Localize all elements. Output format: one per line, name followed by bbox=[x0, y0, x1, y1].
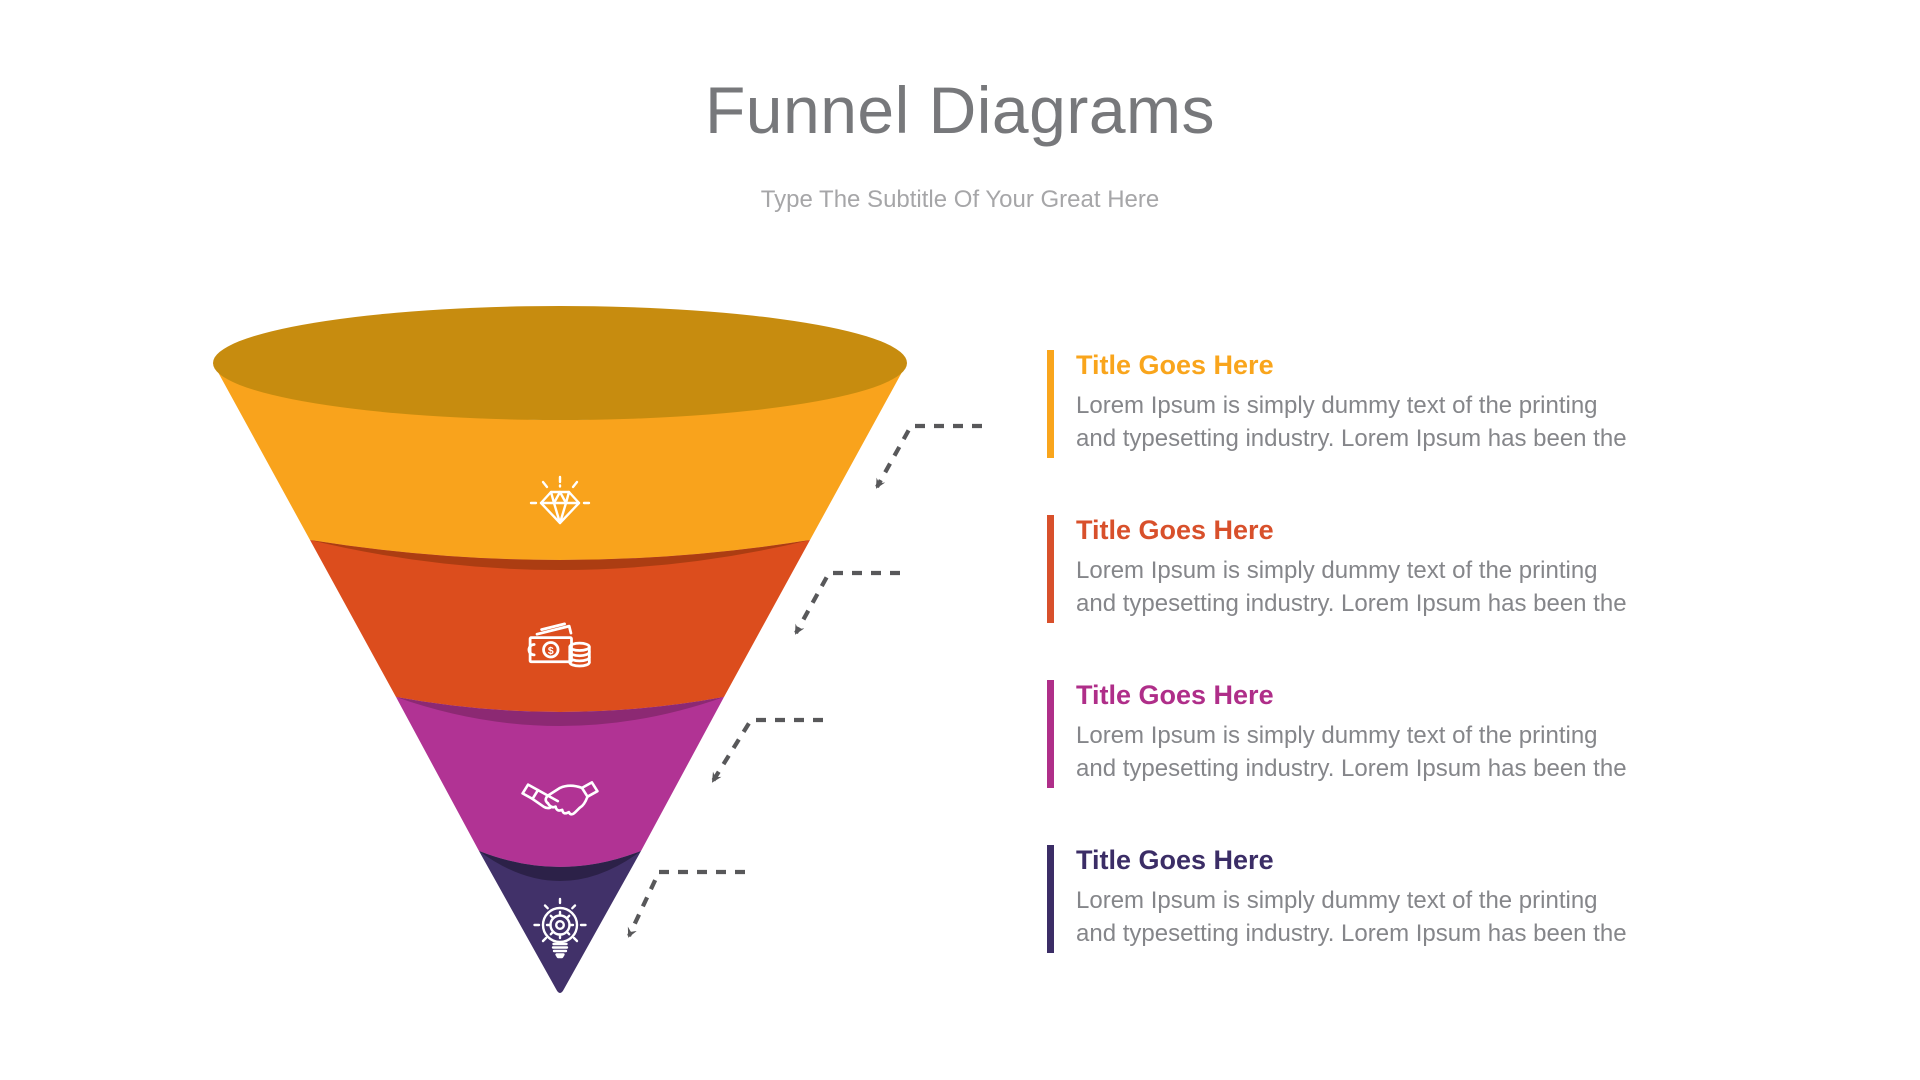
section-body-line: Lorem Ipsum is simply dummy text of the … bbox=[1076, 887, 1598, 914]
funnel-svg: $ bbox=[213, 306, 907, 993]
money-icon: $ bbox=[527, 622, 591, 668]
page-title: Funnel Diagrams bbox=[704, 73, 1216, 147]
section-title: Title Goes Here bbox=[1076, 515, 1274, 545]
section-item-1: Title Goes Here Lorem Ipsum is simply du… bbox=[1047, 350, 1727, 458]
section-body: Lorem Ipsum is simply dummy text of the … bbox=[1076, 719, 1727, 785]
funnel-level-4-shadow bbox=[479, 851, 641, 881]
funnel-top-ellipse bbox=[213, 306, 907, 420]
page-subtitle: Type The Subtitle Of Your Great Here bbox=[760, 186, 1160, 213]
idea-bulb-gear-icon bbox=[533, 897, 587, 959]
section-title: Title Goes Here bbox=[1076, 845, 1274, 875]
funnel-level-2-shadow bbox=[310, 540, 810, 570]
section-body-line: and typesetting industry. Lorem Ipsum ha… bbox=[1076, 755, 1627, 782]
section-body-line: and typesetting industry. Lorem Ipsum ha… bbox=[1076, 425, 1627, 452]
section-body-line: and typesetting industry. Lorem Ipsum ha… bbox=[1076, 590, 1627, 617]
section-body: Lorem Ipsum is simply dummy text of the … bbox=[1076, 389, 1727, 455]
svg-text:$: $ bbox=[548, 646, 554, 657]
handshake-icon bbox=[521, 781, 599, 816]
section-item-4: Title Goes Here Lorem Ipsum is simply du… bbox=[1047, 845, 1727, 953]
diamond-icon bbox=[529, 475, 591, 525]
section-body: Lorem Ipsum is simply dummy text of the … bbox=[1076, 554, 1727, 620]
section-title: Title Goes Here bbox=[1076, 350, 1274, 380]
section-list: Title Goes Here Lorem Ipsum is simply du… bbox=[1047, 350, 1727, 953]
section-body: Lorem Ipsum is simply dummy text of the … bbox=[1076, 884, 1727, 950]
section-body-line: Lorem Ipsum is simply dummy text of the … bbox=[1076, 722, 1598, 749]
section-body-line: and typesetting industry. Lorem Ipsum ha… bbox=[1076, 920, 1627, 947]
funnel-level-3-shadow bbox=[396, 697, 724, 726]
section-item-2: Title Goes Here Lorem Ipsum is simply du… bbox=[1047, 515, 1727, 623]
funnel-level-3 bbox=[396, 697, 724, 867]
funnel-diagram: $ bbox=[213, 306, 907, 1006]
section-body-line: Lorem Ipsum is simply dummy text of the … bbox=[1076, 392, 1598, 419]
section-item-3: Title Goes Here Lorem Ipsum is simply du… bbox=[1047, 680, 1727, 788]
section-body-line: Lorem Ipsum is simply dummy text of the … bbox=[1076, 557, 1598, 584]
section-title: Title Goes Here bbox=[1076, 680, 1274, 710]
